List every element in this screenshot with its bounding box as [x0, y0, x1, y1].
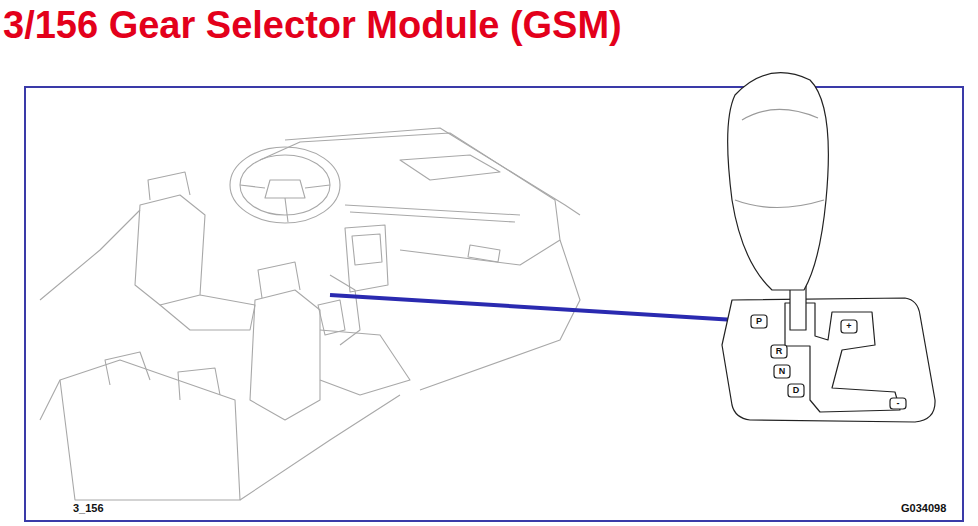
gear-button — [890, 398, 906, 409]
gear-button — [841, 320, 857, 333]
passenger-seat-cushion — [320, 330, 410, 395]
windshield-base — [285, 128, 580, 215]
gear-letter: D — [790, 386, 802, 395]
figure-code: 3_156 — [73, 503, 104, 514]
passenger-seat-back — [250, 290, 320, 420]
gear-letter: + — [843, 322, 855, 331]
air-vent — [468, 245, 500, 262]
driver-seat-cushion — [160, 295, 255, 330]
driver-headrest — [148, 172, 190, 200]
driver-seat-back — [135, 195, 205, 305]
steering-wheel — [230, 147, 340, 223]
center-screen — [352, 234, 382, 265]
body-lines — [40, 210, 400, 500]
dash-display — [400, 155, 500, 180]
gear-letter: - — [892, 399, 904, 408]
steering-wheel-inner — [240, 155, 330, 215]
steering-hub — [240, 180, 330, 222]
dashboard — [260, 133, 560, 265]
gear-button — [788, 384, 804, 397]
center-stack — [345, 225, 388, 292]
gear-button — [771, 345, 787, 358]
gear-button — [751, 315, 767, 328]
center-console — [330, 275, 360, 345]
page-title: 3/156 Gear Selector Module (GSM) — [3, 6, 622, 44]
interior-sketch — [40, 128, 580, 500]
gear-letter: P — [753, 317, 765, 326]
gear-button — [774, 365, 790, 378]
rear-seat — [60, 360, 240, 500]
door-line — [420, 240, 580, 390]
knob-trim — [735, 109, 824, 207]
figure-code: G034098 — [901, 503, 946, 514]
leader-line — [330, 295, 735, 320]
selector-knob — [728, 73, 829, 290]
gear-letter: R — [773, 347, 785, 356]
dash-trim — [345, 205, 520, 222]
gear-letter: N — [776, 367, 788, 376]
selector-base — [722, 298, 935, 422]
passenger-headrest — [258, 262, 300, 298]
rear-headrests — [105, 352, 220, 400]
gear-selector — [722, 73, 935, 422]
